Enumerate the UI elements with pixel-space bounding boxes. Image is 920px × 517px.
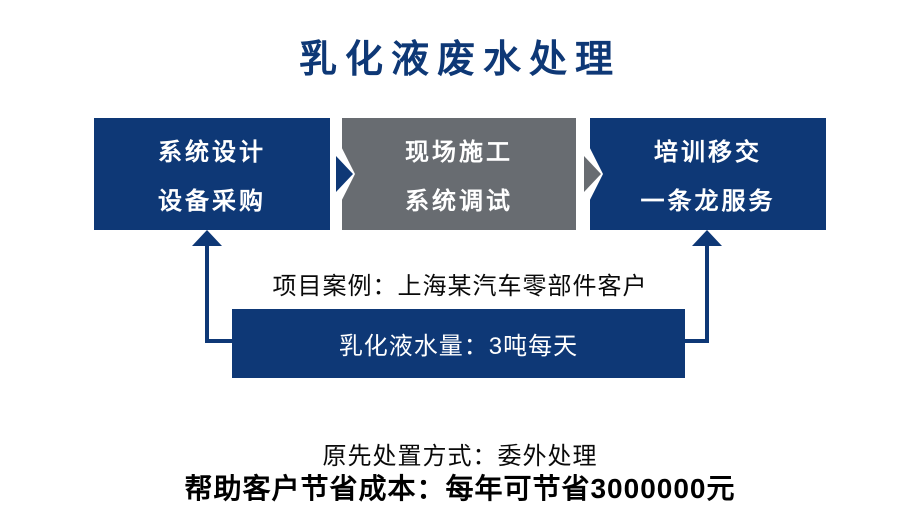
connector-line-left-horizontal <box>205 339 233 343</box>
flow-step-line1: 系统设计 <box>158 139 266 166</box>
connector-line-right-vertical <box>705 244 709 343</box>
previous-disposal-text: 原先处置方式：委外处理 <box>322 443 598 470</box>
connector-line-left-vertical <box>205 244 209 343</box>
flow-step-line1: 培训移交 <box>654 139 762 166</box>
emulsion-volume-bar: 乳化液水量：3吨每天 <box>232 309 685 378</box>
project-case-label: 项目案例：上海某汽车零部件客户 <box>272 273 648 300</box>
flow-step-line2: 系统调试 <box>405 188 513 215</box>
cost-saving-text: 帮助客户节省成本：每年可节省3000000元 <box>184 473 736 504</box>
emulsion-volume-text: 乳化液水量：3吨每天 <box>338 333 579 360</box>
flow-step-system-design: 系统设计 设备采购 <box>94 118 330 230</box>
flow-step-line2: 一条龙服务 <box>640 188 776 215</box>
flow-step-site-construction: 现场施工 系统调试 <box>342 118 576 230</box>
flow-step-line1: 现场施工 <box>405 139 513 166</box>
flow-step-line2: 设备采购 <box>158 188 266 215</box>
page-title: 乳化液废水处理 <box>298 39 621 81</box>
connector-line-right-horizontal <box>685 339 709 343</box>
flow-step-training-handover: 培训移交 一条龙服务 <box>590 118 826 230</box>
